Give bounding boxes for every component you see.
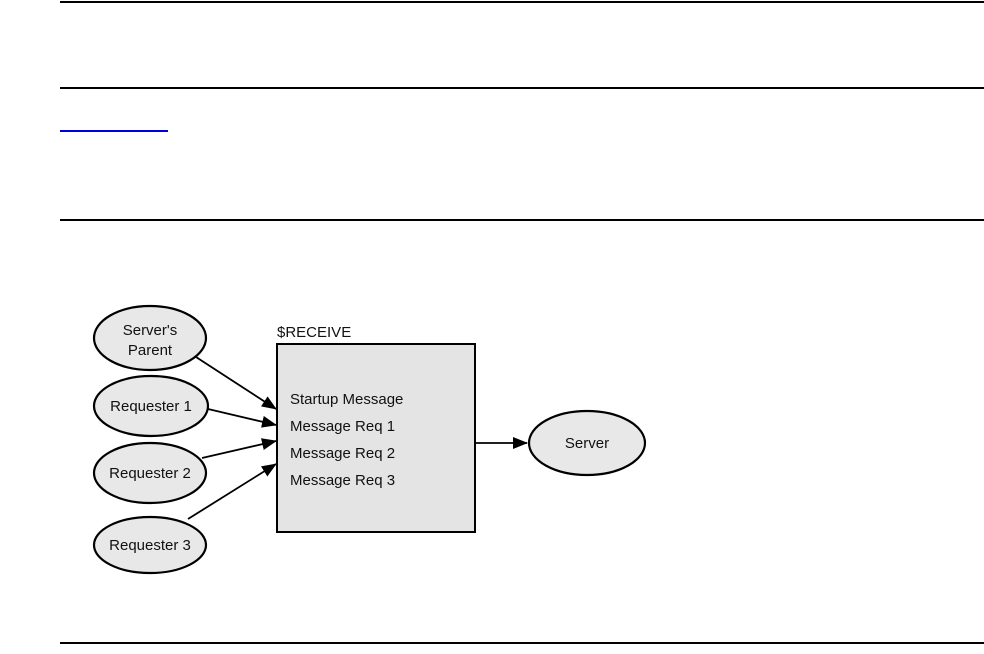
requester-1-label: Requester 1 — [110, 398, 192, 415]
queue-item-message-req-3: Message Req 3 — [290, 472, 395, 489]
rule-header — [60, 87, 984, 89]
rule-bottom — [60, 642, 984, 644]
node-requester-2: Requester 2 — [92, 441, 208, 505]
queue-item-message-req-1: Message Req 1 — [290, 418, 395, 435]
servers-parent-label-line2: Parent — [128, 342, 173, 359]
requester-2-label: Requester 2 — [109, 465, 191, 482]
rule-top — [60, 1, 984, 3]
node-requester-3: Requester 3 — [92, 515, 208, 575]
node-servers-parent: Server's Parent — [92, 304, 208, 372]
server-label: Server — [565, 435, 609, 452]
servers-parent-label-line1: Server's — [123, 322, 178, 339]
node-requester-1: Requester 1 — [92, 374, 210, 438]
node-server: Server — [527, 409, 647, 477]
edge-servers-parent-to-queue — [195, 356, 277, 410]
server-ellipse — [527, 409, 647, 477]
queue-item-message-req-2: Message Req 2 — [290, 445, 395, 462]
rule-section — [60, 219, 984, 221]
edge-requester2-to-queue — [201, 438, 277, 459]
requester-3-label: Requester 3 — [109, 537, 191, 554]
empty-link[interactable] — [60, 120, 168, 132]
queue-item-startup-message: Startup Message — [290, 391, 403, 408]
servers-parent-ellipse — [92, 304, 208, 372]
requester-3-ellipse — [92, 515, 208, 575]
requester-2-ellipse — [92, 441, 208, 505]
requester-1-ellipse — [92, 374, 210, 438]
edge-requester3-to-queue — [187, 463, 277, 520]
edge-requester1-to-queue — [207, 408, 277, 428]
receive-queue-box — [276, 343, 476, 533]
receive-queue-label: $RECEIVE — [277, 324, 351, 341]
